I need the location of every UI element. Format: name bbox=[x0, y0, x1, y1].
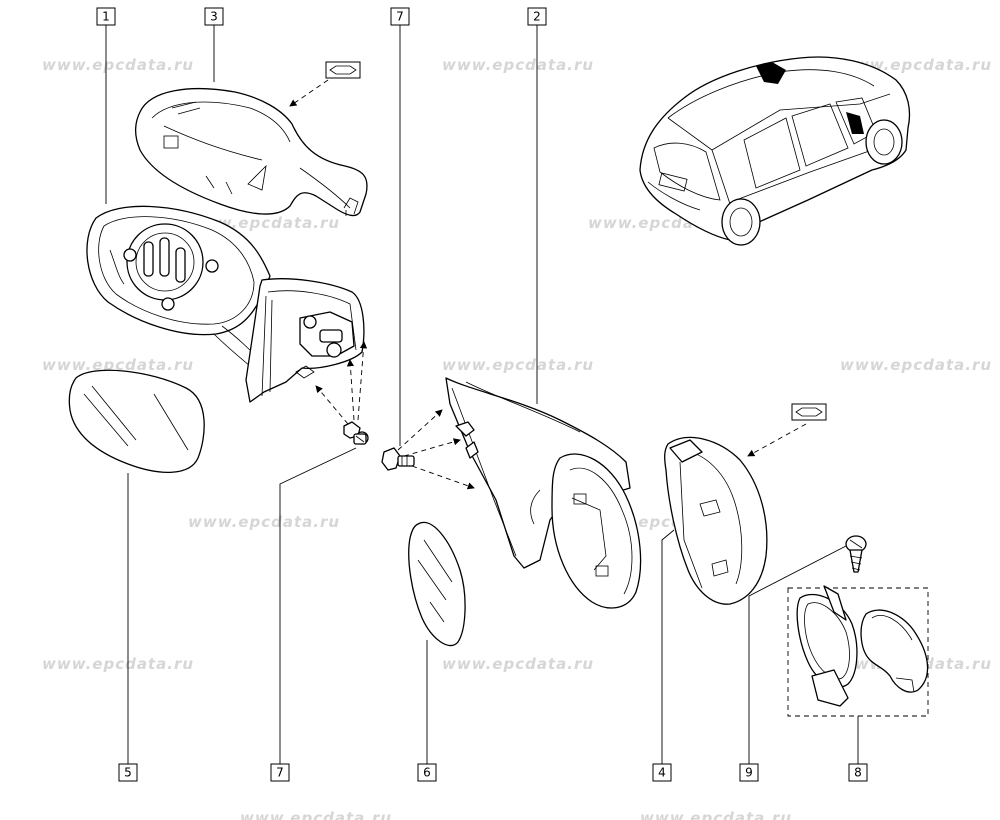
watermark: www.epcdata.ru bbox=[442, 655, 594, 673]
part-2-mirror-body[interactable] bbox=[445, 377, 642, 609]
callout-6-label: 6 bbox=[423, 766, 431, 780]
callout-5[interactable]: 5 bbox=[118, 763, 138, 782]
part-5-mirror-glass[interactable] bbox=[68, 369, 205, 473]
callout-4[interactable]: 4 bbox=[652, 763, 672, 782]
callout-5-label: 5 bbox=[124, 766, 132, 780]
callout-1[interactable]: 1 bbox=[96, 7, 116, 26]
part-3-mirror-cover[interactable] bbox=[134, 87, 368, 217]
vehicle-location-illustration bbox=[639, 56, 911, 246]
part-6-mirror-glass[interactable] bbox=[408, 521, 466, 647]
watermark: www.epcdata.ru bbox=[442, 56, 594, 74]
watermark: www.epcdata.ru bbox=[442, 356, 594, 374]
part-4-mirror-cover[interactable] bbox=[664, 436, 768, 605]
label-tag-right bbox=[791, 403, 827, 421]
callout-2[interactable]: 2 bbox=[527, 7, 547, 26]
watermark: www.epcdata.ru bbox=[840, 356, 992, 374]
callout-9-label: 9 bbox=[745, 766, 753, 780]
watermark: www.epcdata.ru bbox=[42, 655, 194, 673]
part-7-bolt-left[interactable] bbox=[343, 421, 369, 445]
callout-7-bottom[interactable]: 7 bbox=[270, 763, 290, 782]
watermark: www.epcdata.ru bbox=[240, 809, 392, 820]
callout-7-bottom-label: 7 bbox=[276, 766, 284, 780]
part-8-repeater-assembly[interactable] bbox=[787, 585, 929, 717]
callout-4-label: 4 bbox=[658, 766, 666, 780]
part-7-bolt-center[interactable] bbox=[381, 447, 415, 471]
callout-2-label: 2 bbox=[533, 10, 541, 24]
callout-8[interactable]: 8 bbox=[848, 763, 868, 782]
callout-8-label: 8 bbox=[854, 766, 862, 780]
callout-3-label: 3 bbox=[210, 10, 218, 24]
label-tag-top bbox=[325, 61, 361, 79]
callout-6[interactable]: 6 bbox=[417, 763, 437, 782]
part-1-mirror-housing[interactable] bbox=[86, 205, 365, 403]
callout-3[interactable]: 3 bbox=[204, 7, 224, 26]
watermark: www.epcdata.ru bbox=[640, 809, 792, 820]
watermark: www.epcdata.ru bbox=[188, 513, 340, 531]
callout-7-top[interactable]: 7 bbox=[390, 7, 410, 26]
callout-9[interactable]: 9 bbox=[739, 763, 759, 782]
watermark: www.epcdata.ru bbox=[42, 56, 194, 74]
part-9-screw[interactable] bbox=[845, 535, 867, 573]
leader-lines bbox=[105, 25, 859, 764]
watermark-layer: www.epcdata.ru www.epcdata.ru www.epcdat… bbox=[42, 56, 992, 820]
callout-1-label: 1 bbox=[102, 10, 110, 24]
watermark: www.epcdata.ru bbox=[42, 356, 194, 374]
assembly-arrows bbox=[289, 79, 807, 490]
callout-7-top-label: 7 bbox=[396, 10, 404, 24]
